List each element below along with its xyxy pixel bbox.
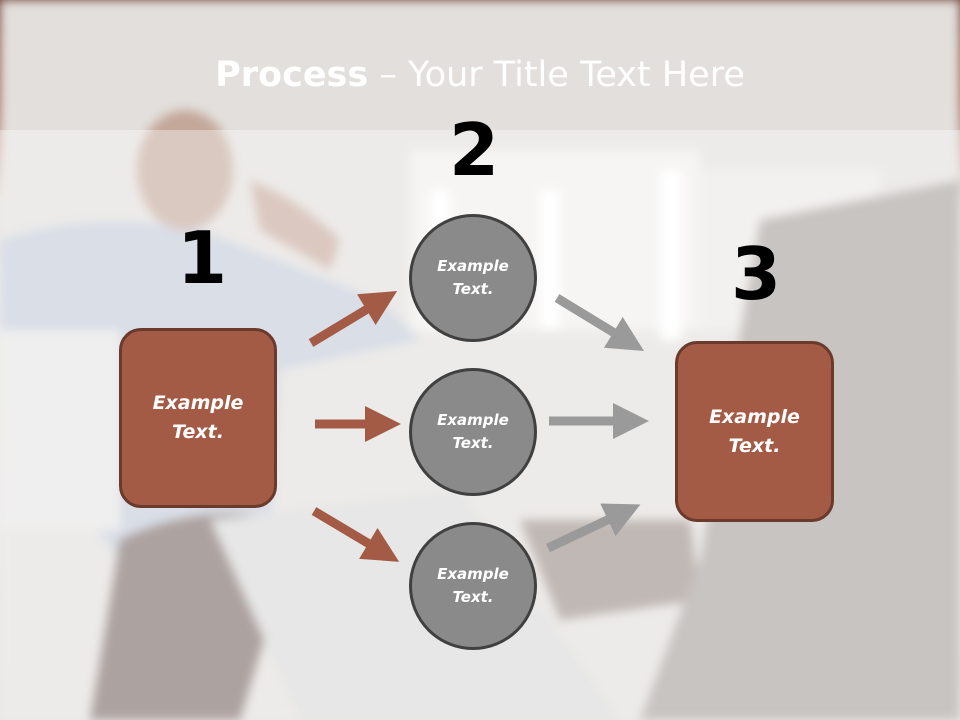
circle-bottom: Example Text. xyxy=(409,522,537,650)
circle-top: Example Text. xyxy=(409,214,537,342)
step-number-1: 1 xyxy=(177,216,228,300)
left-step-box-text: Example Text. xyxy=(152,392,244,443)
left-step-box: Example Text. xyxy=(119,328,277,508)
circle-middle: Example Text. xyxy=(409,368,537,496)
arrow-circle-top-to-box xyxy=(554,294,645,352)
slide-title: Process – Your Title Text Here xyxy=(0,52,960,98)
step-number-2: 2 xyxy=(449,108,500,192)
slide-title-rest: – Your Title Text Here xyxy=(368,55,745,95)
slide-title-bold: Process xyxy=(215,55,369,95)
arrow-circle-bottom-to-box xyxy=(546,503,641,553)
right-step-box-text: Example Text. xyxy=(709,405,800,457)
circle-bottom-text: Example Text. xyxy=(437,565,509,606)
step-number-3: 3 xyxy=(731,232,782,316)
right-step-box: Example Text. xyxy=(675,341,834,522)
circle-top-text: Example Text. xyxy=(437,257,509,298)
arrow-box-to-circle-bottom xyxy=(311,507,400,562)
circle-middle-text: Example Text. xyxy=(437,411,509,452)
arrow-box-to-circle-top xyxy=(308,291,398,347)
